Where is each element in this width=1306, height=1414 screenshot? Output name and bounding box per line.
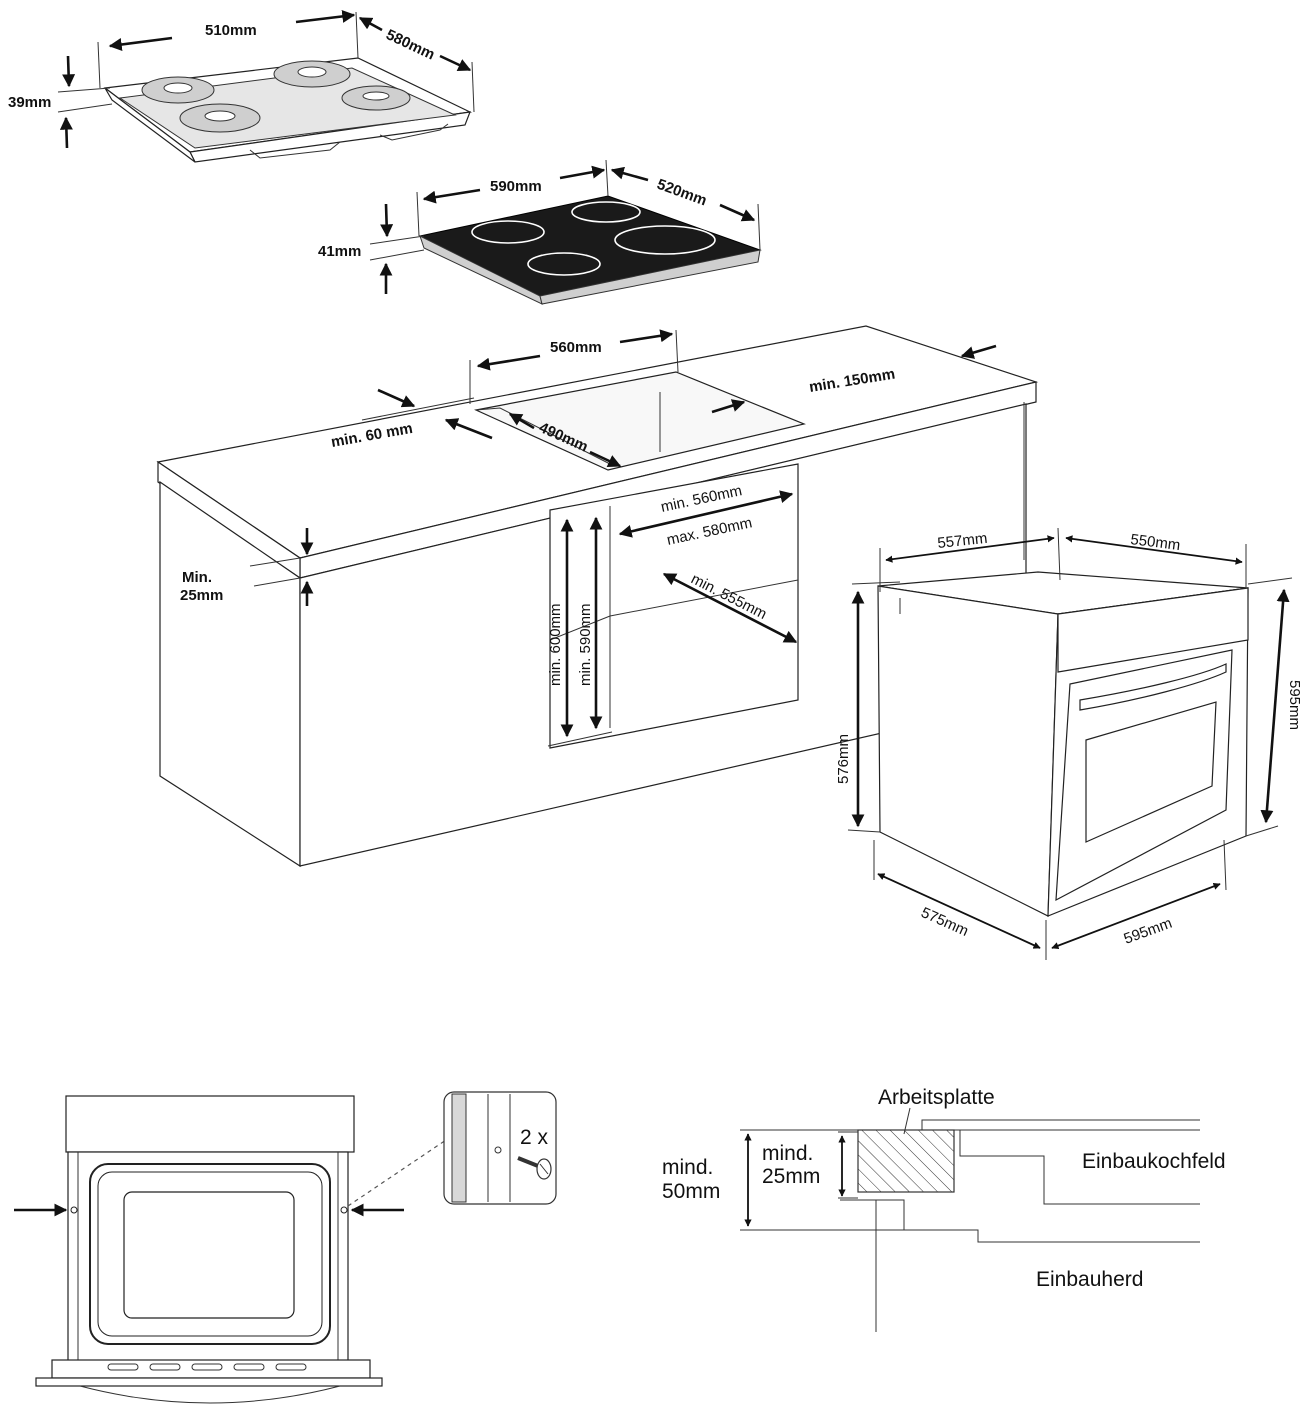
hob-label: Einbaukochfeld [1082,1150,1226,1173]
min-worktop-line2: 25mm [762,1165,820,1188]
worktop-label: Arbeitsplatte [878,1086,995,1109]
zone-front-right [614,225,716,255]
dimension-557: 557mm [879,527,1061,592]
dimension-niche-height: min. 600mm min. 590mm [547,516,613,747]
hob-electric-depth-label: 580mm [383,26,437,63]
hotplate-front-left [179,103,261,133]
cutout-width-label: 560mm [550,339,602,356]
oven-top-width-label: 557mm [937,530,989,552]
min-total-line1: mind. [662,1156,713,1179]
zone-rear-left [471,220,545,244]
worktop-thickness-line1: Min. [182,569,212,586]
zone-front-left [527,252,601,276]
dimension-595-height: 595mm [1245,577,1303,837]
hob-electric-width-label: 510mm [205,22,257,39]
hob-ceramic-depth-label: 520mm [655,176,709,210]
dimension-510: 510mm [97,9,359,89]
worktop-section-view: Arbeitsplatte Einbaukochfeld Einbauherd … [662,1086,1226,1332]
oven-body-height-label: 576mm [835,734,852,784]
oven-vents [107,1363,307,1371]
screw-hole-right-icon [340,1206,348,1214]
worktop-thickness-line2: 25mm [180,587,223,604]
ceramic-hob: 590mm 520mm 41mm [318,159,762,305]
hob-electric-height-label: 39mm [8,94,51,111]
niche-height-a-label: min. 600mm [547,603,564,686]
zone-rear-right [571,201,641,223]
hotplate-front-right [341,85,411,111]
oven-door-handle [1079,663,1227,711]
hob-ceramic-height-label: 41mm [318,243,361,260]
oven-mounting-view: 2 x [14,1091,557,1404]
oven-window [1085,701,1217,843]
oven-door-window [123,1191,295,1319]
min-worktop-line1: mind. [762,1142,813,1165]
oven-label: Einbauherd [1036,1268,1143,1291]
dimension-560-cutout: 560mm [469,329,679,404]
worktop-section [857,1129,955,1193]
hotplate-rear-right [273,60,351,88]
dimension-576: 576mm [835,581,901,833]
min-total-line2: 50mm [662,1180,720,1203]
kitchen-cabinet: 560mm 490mm min. 60 mm min. 150mm Min. 2… [156,325,1039,868]
dimension-25-worktop: Min. 25mm [180,528,314,606]
electric-hob: 510mm 580mm 39mm [8,9,475,163]
dimension-550: 550mm [1065,531,1247,588]
niche-height-b-label: min. 590mm [577,603,594,686]
screw-count-label: 2 x [520,1126,549,1149]
oven-front-width-label: 595mm [1122,915,1175,948]
built-in-oven: 557mm 550mm 576mm 595mm 575mm [835,527,1303,960]
hob-ceramic-width-label: 590mm [490,178,542,195]
dimension-39: 39mm [8,55,113,149]
hotplate-rear-left [141,76,215,104]
oven-bottom-depth-label: 575mm [918,904,971,940]
dimension-41: 41mm [318,203,425,294]
screw-icon [517,1156,552,1180]
oven-top-depth-label: 550mm [1130,531,1182,554]
screw-hole-left-icon [70,1206,78,1214]
screw-detail-inset: 2 x [443,1091,557,1205]
oven-front-height-label: 595mm [1286,680,1303,730]
dimension-590: 590mm [416,159,609,237]
